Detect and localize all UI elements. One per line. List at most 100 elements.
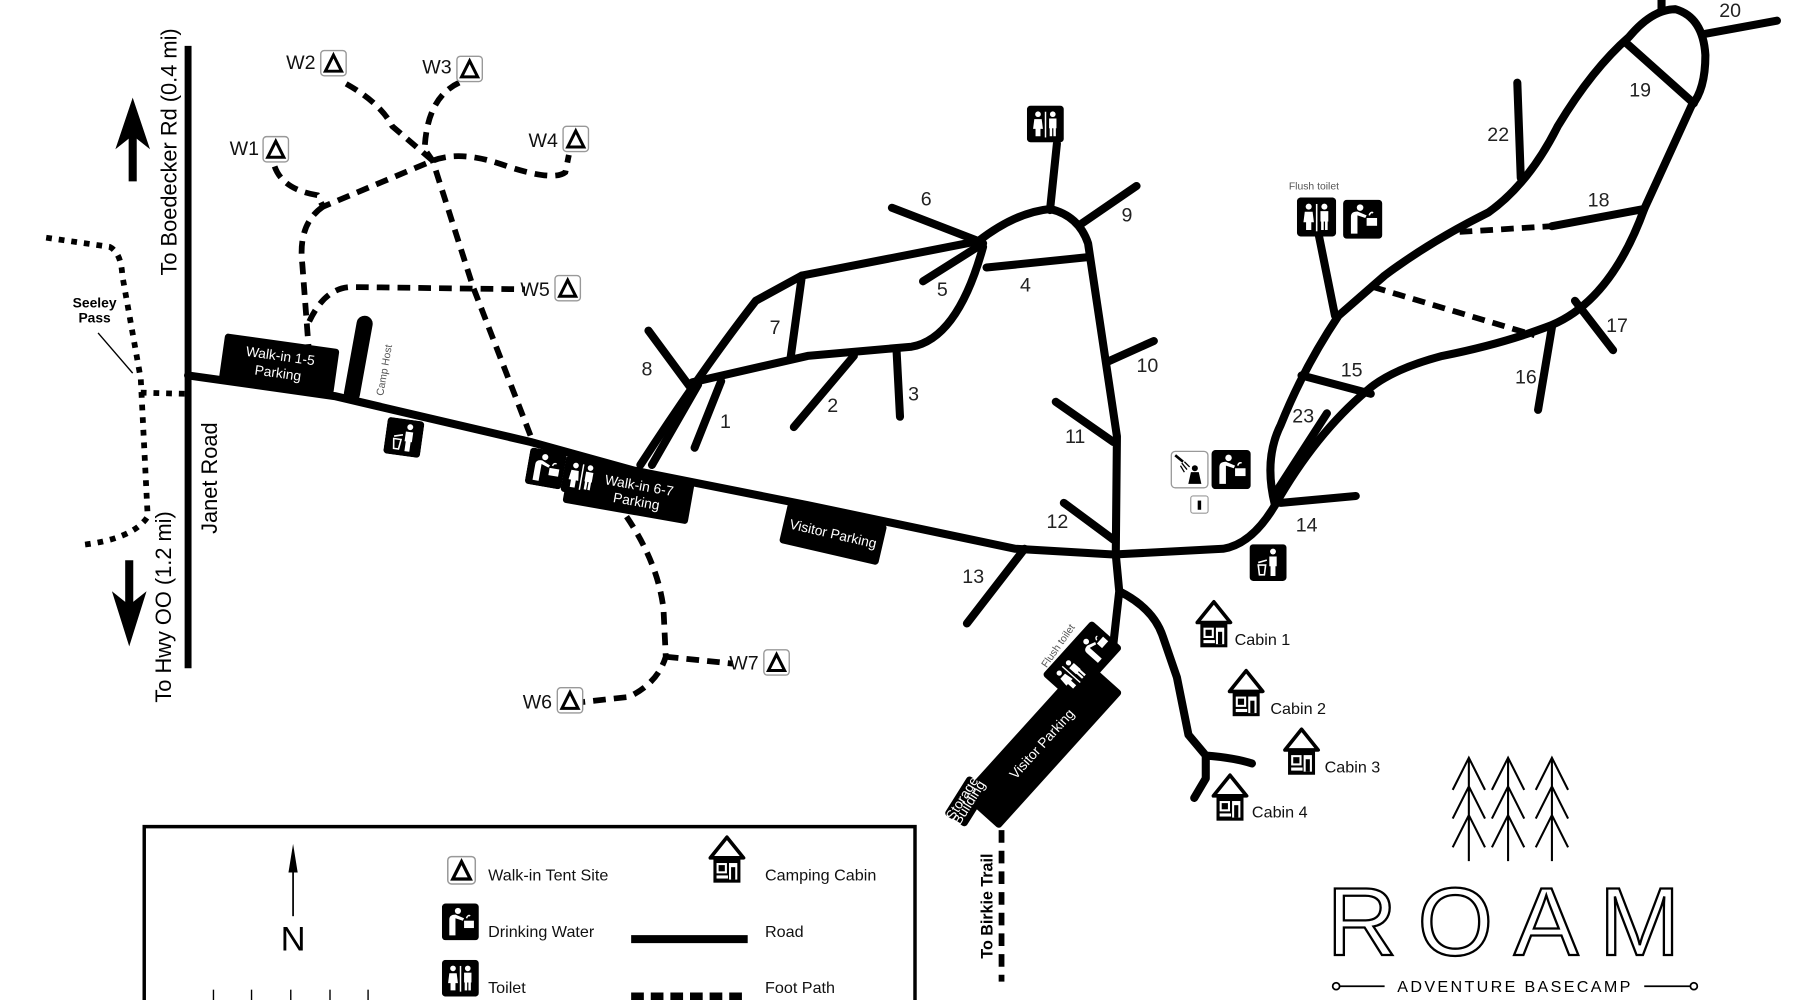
site-numbers: 1 2 3 4 5 6 7 8 9 10 11 12 13 14 15 16 1…	[642, 0, 1742, 588]
tent-site-w4[interactable]: W4	[528, 125, 590, 153]
tent-site-w7[interactable]: W7	[729, 648, 791, 677]
legend-cabin-label: Camping Cabin	[765, 867, 876, 885]
logo-subtitle: ADVENTURE BASECAMP	[1397, 978, 1632, 996]
tent-site-w3[interactable]: W3	[422, 55, 484, 83]
cabin-label: Cabin 1	[1235, 631, 1291, 649]
site-3[interactable]: 3	[908, 384, 919, 406]
site-19[interactable]: 19	[1629, 79, 1651, 101]
tent-site-w1[interactable]: W1	[230, 135, 290, 164]
site-11[interactable]: 11	[1065, 426, 1085, 448]
cabin-road	[1109, 550, 1256, 802]
drinking-water-icon	[524, 447, 568, 490]
trash-icon	[382, 416, 425, 459]
seeley-pass-connector	[140, 389, 185, 397]
tent-icon	[561, 125, 590, 153]
trash-icon	[1249, 544, 1287, 581]
tent-site-w5[interactable]: W5	[520, 274, 582, 302]
site-5[interactable]: 5	[937, 279, 948, 301]
site-2[interactable]: 2	[827, 395, 838, 417]
foot-paths	[271, 80, 1005, 982]
to-hwy-oo-label: To Hwy OO (1.2 mi)	[151, 511, 176, 702]
site-14[interactable]: 14	[1296, 515, 1318, 537]
legend-tent-label: Walk-in Tent Site	[488, 867, 608, 885]
tent-icon	[556, 686, 584, 715]
walkin-1-5-parking: Walk-in 1-5 Parking	[219, 333, 340, 395]
tent-site-label: W4	[528, 130, 558, 152]
tent-site-label: W7	[729, 652, 758, 674]
seeley-pass-pointer	[97, 332, 134, 374]
electric-outlet-glyph	[1197, 500, 1202, 510]
tent-site-label: W3	[422, 57, 452, 79]
tent-site-w2[interactable]: W2	[286, 49, 348, 77]
cabin-label: Cabin 2	[1270, 700, 1326, 718]
to-boedecker-label: To Boedecker Rd (0.4 mi)	[156, 28, 181, 275]
site-1[interactable]: 1	[720, 411, 731, 433]
flush-toilet-building	[1043, 621, 1122, 702]
visitor-parking-1: Visitor Parking	[779, 503, 887, 565]
cabin-2[interactable]: Cabin 2	[1227, 668, 1327, 719]
legend: N Walk-in Tent Site Drinking Water Toile…	[142, 824, 917, 1000]
drinking-water-icon	[1343, 199, 1383, 239]
arrow-down-icon	[111, 560, 147, 647]
site-4[interactable]: 4	[1020, 275, 1031, 297]
tent-site-label: W5	[520, 279, 550, 301]
legend-toilet-label: Toilet	[488, 979, 526, 997]
site-22[interactable]: 22	[1487, 124, 1509, 146]
site-10[interactable]: 10	[1137, 355, 1159, 377]
site-12[interactable]: 12	[1047, 511, 1069, 533]
cabin-icon	[1283, 727, 1321, 777]
main-road	[184, 371, 1280, 559]
cabin-1[interactable]: Cabin 1	[1195, 599, 1291, 650]
walkin-6-7-parking: Walk-in 6-7 Parking	[562, 460, 695, 524]
logo-rule	[1331, 981, 1699, 991]
site-15[interactable]: 15	[1341, 360, 1363, 382]
cabin-4[interactable]: Cabin 4	[1211, 773, 1308, 823]
site-9[interactable]: 9	[1122, 205, 1133, 227]
logo-title: ROAM	[1327, 868, 1701, 976]
tent-icon	[319, 49, 348, 77]
tent-site-w6[interactable]: W6	[523, 686, 584, 715]
camp-host: Camp Host	[343, 315, 395, 402]
legend-water-label: Drinking Water	[488, 923, 595, 941]
site-18[interactable]: 18	[1588, 190, 1610, 212]
parking-label: Parking	[254, 362, 303, 384]
north-label: N	[281, 921, 306, 959]
site-17[interactable]: 17	[1606, 315, 1628, 337]
legend-foot-path-label: Foot Path	[765, 979, 835, 997]
tent-icon	[261, 135, 290, 164]
north-arrow-icon	[288, 843, 298, 917]
scale-bar	[212, 989, 369, 1000]
legend-road-label: Road	[765, 923, 804, 941]
tent-icon	[446, 855, 477, 886]
site-6[interactable]: 6	[921, 189, 932, 211]
cabin-icon	[708, 835, 746, 885]
shower-icon	[1170, 450, 1210, 490]
site-13[interactable]: 13	[962, 566, 984, 588]
parking-label: Parking	[612, 489, 661, 513]
site-16[interactable]: 16	[1515, 367, 1537, 389]
toilet-icon	[1296, 197, 1337, 237]
toilet-icon	[441, 959, 479, 997]
tent-site-label: W2	[286, 52, 315, 74]
to-birkie-label: To Birkie Trail	[978, 854, 996, 959]
cabin-icon	[1195, 599, 1233, 650]
site-23[interactable]: 23	[1292, 406, 1314, 428]
site-8[interactable]: 8	[642, 358, 653, 380]
toilet-icon	[1026, 105, 1064, 143]
tent-icon	[455, 55, 484, 83]
tree-icons	[1451, 755, 1570, 862]
roam-logo: ROAM ADVENTURE BASECAMP	[1326, 755, 1701, 996]
tent-icon	[762, 648, 791, 677]
site-7[interactable]: 7	[770, 317, 781, 339]
tent-site-label: W1	[230, 138, 259, 160]
site-20[interactable]: 20	[1719, 0, 1741, 22]
cabin-label: Cabin 4	[1252, 803, 1308, 821]
left-loop-roads	[636, 139, 1158, 628]
janet-road-label: Janet Road	[197, 422, 222, 534]
cabin-3[interactable]: Cabin 3	[1283, 727, 1380, 777]
arrow-up-icon	[115, 97, 150, 182]
seeley-pass-trail	[45, 234, 151, 549]
drinking-water-icon	[1211, 450, 1251, 490]
cabin-icon	[1227, 668, 1265, 719]
